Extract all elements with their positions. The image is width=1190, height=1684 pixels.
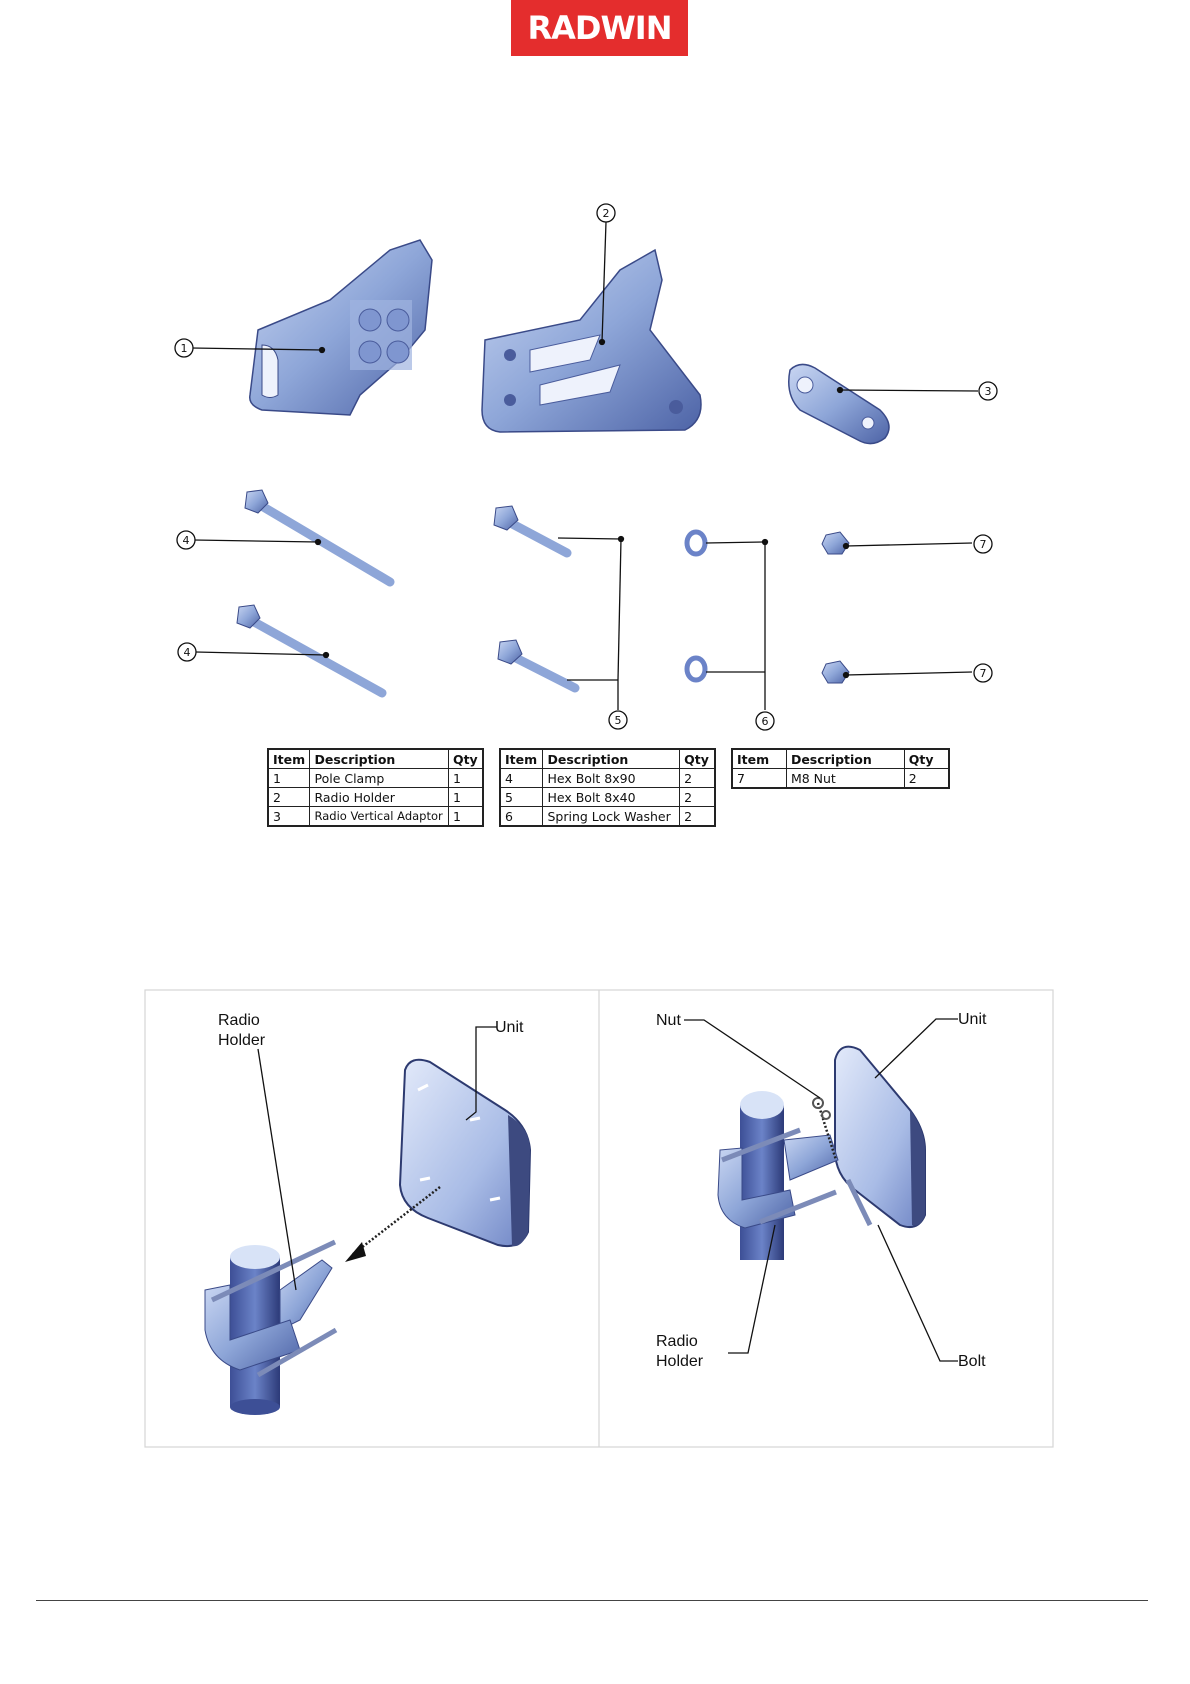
hex-nut-part	[822, 532, 849, 554]
callout-number: 4	[183, 534, 190, 547]
cell: 2	[904, 769, 948, 788]
col-description: Description	[543, 750, 680, 769]
cell: 2	[680, 769, 715, 788]
cell: 5	[501, 788, 543, 807]
cell: Pole Clamp	[310, 769, 448, 788]
spring-washer-part	[687, 532, 705, 554]
callout-number: 5	[615, 714, 622, 727]
col-qty: Qty	[680, 750, 715, 769]
radio-holder-label: Radio	[218, 1012, 260, 1029]
cell: M8 Nut	[786, 769, 904, 788]
col-item: Item	[269, 750, 310, 769]
callout-number: 1	[181, 342, 188, 355]
pole-clamp-part	[250, 240, 432, 415]
cell: 6	[501, 807, 543, 826]
col-description: Description	[310, 750, 448, 769]
cell: 1	[448, 788, 482, 807]
cell: 4	[501, 769, 543, 788]
callout-number: 2	[603, 207, 610, 220]
callout-number: 7	[980, 667, 987, 680]
cell: 7	[733, 769, 787, 788]
long-bolt-part	[245, 490, 390, 582]
callout-number: 3	[985, 385, 992, 398]
long-bolt-part	[237, 605, 382, 693]
col-qty: Qty	[448, 750, 482, 769]
callout-number: 7	[980, 538, 987, 551]
unit-label: Unit	[495, 1019, 524, 1036]
assembly-figure: Radio Holder Unit Nut Unit Radio Holde	[145, 990, 1053, 1447]
radio-holder-label: Radio	[656, 1333, 698, 1350]
cell: 2	[269, 788, 310, 807]
callout-number: 4	[184, 646, 191, 659]
cell: 2	[680, 788, 715, 807]
col-description: Description	[786, 750, 904, 769]
cell: Hex Bolt 8x40	[543, 788, 680, 807]
col-item: Item	[501, 750, 543, 769]
footer-divider	[36, 1600, 1148, 1601]
short-bolt-part	[494, 506, 567, 553]
short-bolt-part	[498, 640, 575, 688]
unit-label: Unit	[958, 1011, 987, 1028]
cell: 2	[680, 807, 715, 826]
cell: Spring Lock Washer	[543, 807, 680, 826]
hex-nut-part	[822, 661, 849, 683]
cell: 1	[448, 807, 482, 826]
cell: Hex Bolt 8x90	[543, 769, 680, 788]
vertical-adaptor-part	[789, 364, 889, 443]
radio-holder-part	[482, 250, 701, 432]
spring-washer-part	[687, 658, 705, 680]
col-qty: Qty	[904, 750, 948, 769]
cell: Radio Vertical Adaptor	[310, 807, 448, 826]
nut-label: Nut	[656, 1012, 681, 1029]
radio-holder-label: Holder	[656, 1353, 704, 1370]
col-item: Item	[733, 750, 787, 769]
cell: Radio Holder	[310, 788, 448, 807]
cell: 1	[448, 769, 482, 788]
bolt-label: Bolt	[958, 1353, 986, 1370]
cell: 3	[269, 807, 310, 826]
cell: 1	[269, 769, 310, 788]
callout-number: 6	[762, 715, 769, 728]
radio-holder-label: Holder	[218, 1032, 266, 1049]
